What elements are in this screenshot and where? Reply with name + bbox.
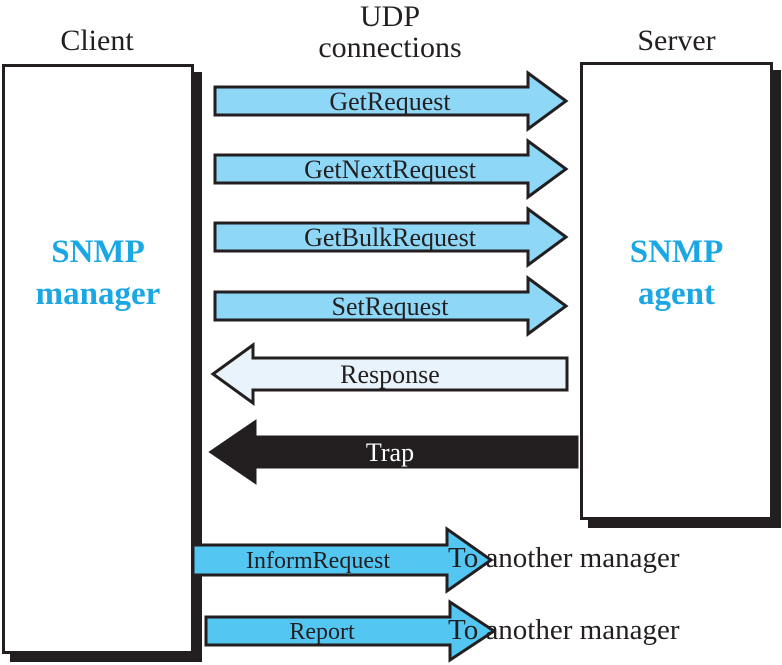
arrow-getnextrequest-right [213, 138, 569, 200]
arrow-label-report: Report [289, 619, 355, 645]
server-box: SNMP agent [580, 62, 773, 520]
arrow-label-response: Response [340, 360, 440, 389]
arrow-getrequest-right [213, 70, 569, 132]
arrow-label-setrequest: SetRequest [332, 292, 450, 321]
arrow-label-getnextrequest: GetNextRequest [304, 155, 477, 184]
to-another-manager-label-2: To another manager [448, 614, 680, 646]
arrow-label-getrequest: GetRequest [329, 87, 451, 116]
arrow-report-right [204, 599, 497, 663]
server-caption: Server [637, 24, 716, 57]
arrow-response-left [210, 342, 569, 406]
to-another-manager-label-1: To another manager [448, 542, 680, 574]
arrow-informrequest-right [191, 526, 494, 594]
arrow-label-trap: Trap [366, 438, 414, 467]
client-caption: Client [60, 24, 134, 57]
arrow-label-getbulkrequest: GetBulkRequest [304, 223, 477, 252]
snmp-agent-title: SNMP agent [629, 234, 724, 312]
snmp-manager-title: SNMP manager [35, 234, 161, 312]
client-box: SNMP manager [2, 64, 194, 654]
arrow-trap-left [208, 419, 579, 485]
arrow-getbulkrequest-right [213, 206, 569, 268]
udp-connections-caption: UDP connections [318, 0, 462, 64]
arrow-setrequest-right [213, 275, 569, 337]
arrow-label-informrequest: InformRequest [246, 548, 390, 574]
